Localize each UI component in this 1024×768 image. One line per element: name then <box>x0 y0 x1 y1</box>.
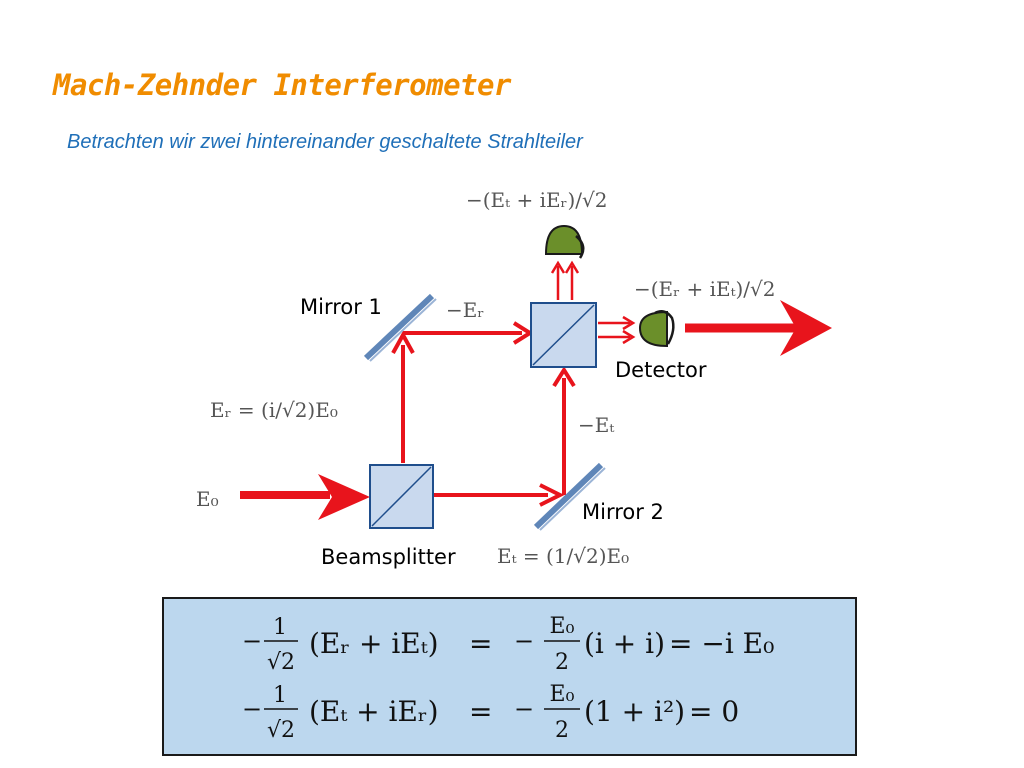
svg-text:(Eₜ + iEᵣ): (Eₜ + iEᵣ) <box>309 695 439 728</box>
svg-text:=: = <box>469 627 492 660</box>
svg-text:=: = <box>469 695 492 728</box>
svg-text:−: − <box>514 695 534 723</box>
beam-paths <box>240 260 832 520</box>
svg-text:2: 2 <box>555 718 569 743</box>
equation-box: − 1 √2 (Eᵣ + iEₜ) = − E₀ 2 (i + i) = −i … <box>162 597 857 756</box>
beamsplitter-label: Beamsplitter <box>321 545 456 569</box>
et-label: Eₜ = (1/√2)E₀ <box>497 544 629 568</box>
er-label: Eᵣ = (i/√2)E₀ <box>210 398 338 422</box>
beam-arrowhead-bs2-bottom <box>552 366 576 388</box>
slide-subtitle: Betrachten wir zwei hintereinander gesch… <box>67 131 583 153</box>
mirror-2-icon <box>533 462 606 531</box>
beamsplitter-icon <box>369 464 434 529</box>
mirror-2-label: Mirror 2 <box>582 500 664 524</box>
detector-label: Detector <box>615 358 707 382</box>
svg-text:E₀: E₀ <box>550 682 575 707</box>
detector-top-icon <box>544 224 585 259</box>
svg-text:2: 2 <box>555 650 569 675</box>
slide-title: Mach-Zehnder Interferometer <box>53 68 511 102</box>
svg-text:E₀: E₀ <box>550 614 575 639</box>
detector-right-icon <box>638 310 675 348</box>
e0-label: E₀ <box>196 487 219 511</box>
svg-text:1: 1 <box>273 683 287 708</box>
top-output-label: −(Eₜ + iEᵣ)/√2 <box>466 188 608 212</box>
svg-text:(Eᵣ + iEₜ): (Eᵣ + iEₜ) <box>309 627 439 660</box>
neg-er-label: −Eᵣ <box>446 298 484 322</box>
svg-text:= −i E₀: = −i E₀ <box>669 627 774 660</box>
output-beamsplitter-icon <box>530 302 597 368</box>
svg-text:(i + i): (i + i) <box>584 627 665 660</box>
output-beam-arrowhead <box>780 300 832 356</box>
svg-text:(1 + i²): (1 + i²) <box>584 695 685 728</box>
mirror-1-icon <box>363 293 437 362</box>
equation-row-1: − 1 √2 (Eᵣ + iEₜ) = − E₀ 2 (i + i) = −i … <box>242 614 774 675</box>
svg-text:−: − <box>242 695 262 723</box>
interferometer-diagram: Mirror 1 Mirror 2 Detector Beamsplitter … <box>196 188 832 569</box>
svg-text:−: − <box>242 627 262 655</box>
svg-text:−: − <box>514 627 534 655</box>
right-output-label: −(Eᵣ + iEₜ)/√2 <box>634 277 776 301</box>
neg-et-label: −Eₜ <box>578 413 614 437</box>
input-beam-arrowhead <box>318 474 370 520</box>
mirror-1-label: Mirror 1 <box>300 295 382 319</box>
equations: − 1 √2 (Eᵣ + iEₜ) = − E₀ 2 (i + i) = −i … <box>242 614 774 743</box>
svg-text:√2: √2 <box>267 650 295 675</box>
beam-arrowhead-mirror2 <box>539 483 565 507</box>
svg-text:√2: √2 <box>267 718 295 743</box>
svg-text:= 0: = 0 <box>689 695 739 728</box>
svg-text:1: 1 <box>273 615 287 640</box>
equation-row-2: − 1 √2 (Eₜ + iEᵣ) = − E₀ 2 (1 + i²) = 0 <box>242 682 739 743</box>
